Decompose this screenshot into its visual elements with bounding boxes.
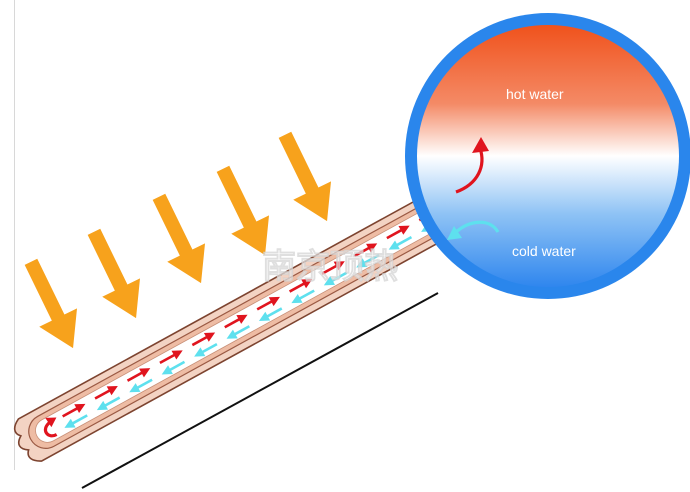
cold-flow-arrow-icon <box>161 360 186 375</box>
vacuum-tube <box>13 191 455 462</box>
cold-flow-arrow-icon <box>64 414 88 428</box>
sunlight-arrow-icon <box>278 131 332 222</box>
cold-sink-arrowhead-icon <box>447 226 462 240</box>
cold-flow-arrow-icon <box>226 325 250 339</box>
watermark-text: 南京顶热 <box>262 247 398 287</box>
hot-flow-arrow-icon <box>353 243 378 258</box>
cold-sink-curved-arrow-icon <box>454 220 500 234</box>
support-line <box>81 292 439 489</box>
turnaround-curved-arrow-icon <box>43 420 58 438</box>
hot-water-label: hot water <box>506 86 564 102</box>
cold-flow-arrow-icon <box>129 378 153 393</box>
sunlight-arrows <box>24 131 332 349</box>
hot-flow-arrow-icon <box>288 279 313 293</box>
hot-flow-arrow-icon <box>159 350 183 365</box>
cold-flow-arrow-icon <box>388 236 413 250</box>
cold-flow-arrow-icon <box>356 253 380 268</box>
hot-rise-curved-arrow-icon <box>455 147 484 194</box>
sunlight-arrow-icon <box>216 165 270 256</box>
cold-flow-arrow-icon <box>96 396 121 411</box>
cold-flow-arrow-icon <box>323 271 348 286</box>
hot-flow-arrow-icon <box>94 385 118 400</box>
hot-flow-arrow-icon <box>256 296 280 311</box>
sunlight-arrow-icon <box>87 228 141 319</box>
cold-water-label: cold water <box>512 243 576 259</box>
hot-flow-arrow-icon <box>386 225 410 240</box>
sunlight-arrow-icon <box>24 258 78 349</box>
cold-flow-arrow-icon <box>291 289 315 304</box>
hot-flow-arrow-icon <box>224 314 248 329</box>
cold-water-flow <box>64 218 445 428</box>
sunlight-arrow-icon <box>152 193 206 284</box>
hot-flow-arrow-icon <box>191 332 216 347</box>
turnaround-arrowhead-icon <box>45 417 57 428</box>
cold-flow-arrow-icon <box>258 307 283 321</box>
hot-flow-arrow-icon <box>62 403 86 418</box>
hot-rise-arrowhead-icon <box>472 137 489 153</box>
hot-flow-arrow-icon <box>321 261 345 275</box>
hot-flow-arrow-icon <box>126 368 151 382</box>
cold-flow-arrow-icon <box>194 342 218 357</box>
